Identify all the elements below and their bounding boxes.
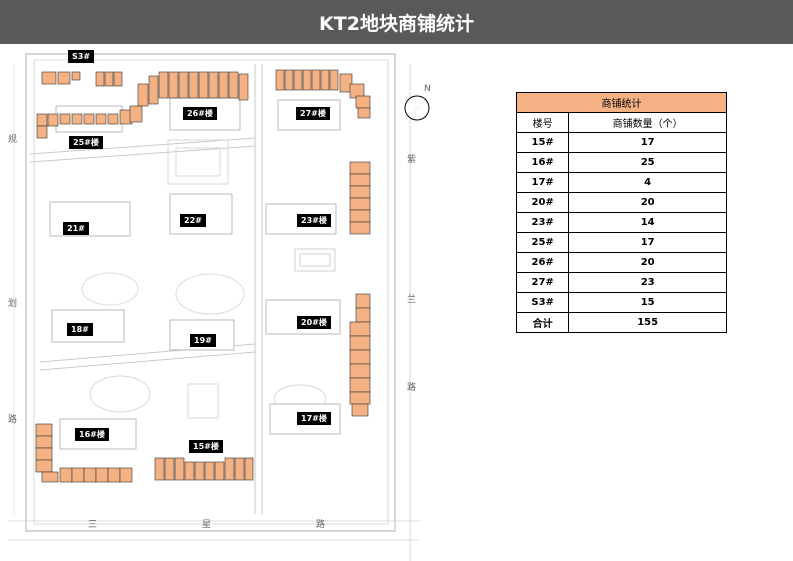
road-bottom-2: 星	[202, 520, 212, 530]
table-row: 23# 14	[515, 212, 727, 233]
road-right-3: 路	[407, 383, 417, 393]
cell-count: 25	[568, 152, 727, 173]
table-row: 26# 20	[515, 252, 727, 273]
road-right-1: 紫	[407, 155, 417, 165]
cell-building: 17#	[515, 172, 570, 193]
cell-building: 26#	[515, 252, 570, 273]
table-row: 15# 17	[515, 132, 727, 153]
cell-building: 20#	[515, 192, 570, 213]
cell-building: 25#	[515, 232, 570, 253]
table-row: 17# 4	[515, 172, 727, 193]
building-label-s3: S3#	[68, 50, 95, 63]
table-row: S3# 15	[515, 292, 727, 313]
total-value: 155	[568, 312, 727, 333]
cell-count: 23	[568, 272, 727, 293]
building-label-19: 19#	[190, 334, 216, 347]
building-label-17: 17#楼	[297, 412, 331, 425]
building-label-18: 18#	[67, 323, 93, 336]
road-left-1: 规	[8, 135, 18, 145]
building-label-25: 25#楼	[69, 136, 103, 149]
cell-count: 15	[568, 292, 727, 313]
cell-count: 20	[568, 252, 727, 273]
road-bottom-1: 三	[88, 520, 98, 530]
building-label-15: 15#楼	[189, 440, 223, 453]
cell-building: 16#	[515, 152, 570, 173]
compass-label: N	[424, 84, 431, 94]
building-label-21: 21#	[63, 222, 89, 235]
total-label: 合计	[515, 312, 570, 333]
building-label-22: 22#	[180, 214, 206, 227]
page-title: KT2地块商铺统计	[319, 12, 474, 35]
shop-stats-table: 商铺统计 楼号 商铺数量（个） 15# 17 16# 25 17# 4 20# …	[515, 92, 727, 333]
header-building: 楼号	[515, 112, 570, 133]
table-row: 20# 20	[515, 192, 727, 213]
table-caption: 商铺统计	[516, 92, 727, 113]
building-label-16: 16#楼	[75, 428, 109, 441]
header-count: 商铺数量（个）	[568, 112, 727, 133]
cell-building: 15#	[515, 132, 570, 153]
table-total-row: 合计 155	[515, 312, 727, 333]
table-row: 27# 23	[515, 272, 727, 293]
road-bottom-3: 路	[316, 520, 326, 530]
table-row: 25# 17	[515, 232, 727, 253]
cell-count: 4	[568, 172, 727, 193]
road-left-2: 划	[8, 299, 18, 309]
cell-building: 23#	[515, 212, 570, 233]
cell-count: 17	[568, 232, 727, 253]
cell-count: 20	[568, 192, 727, 213]
building-label-27: 27#楼	[296, 107, 330, 120]
building-label-23: 23#楼	[297, 214, 331, 227]
title-bar: KT2地块商铺统计	[0, 0, 793, 44]
building-label-26: 26#楼	[183, 107, 217, 120]
north-arrow-icon	[404, 95, 430, 121]
cell-count: 17	[568, 132, 727, 153]
cell-building: 27#	[515, 272, 570, 293]
table-row: 16# 25	[515, 152, 727, 173]
cell-building: S3#	[515, 292, 570, 313]
road-right-2: 兰	[407, 295, 417, 305]
road-left-3: 路	[8, 415, 18, 425]
building-label-20: 20#楼	[297, 316, 331, 329]
cell-count: 14	[568, 212, 727, 233]
